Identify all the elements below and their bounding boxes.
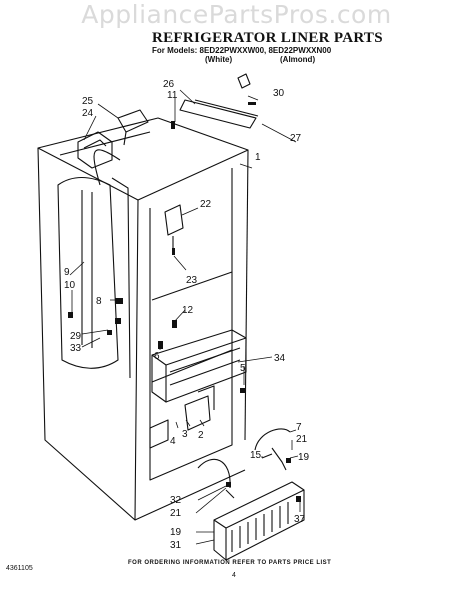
callout-7: 7 (296, 422, 302, 433)
callout-26: 26 (163, 79, 175, 90)
light-housing (77, 109, 149, 169)
callout-3: 3 (182, 429, 188, 440)
callout-25: 25 (82, 96, 94, 107)
callout-6: 6 (154, 351, 160, 362)
callout-11: 11 (167, 90, 178, 101)
watermark: AppliancePartsPros.com (81, 0, 392, 29)
callout-19a: 19 (298, 452, 310, 463)
callout-2: 2 (198, 430, 204, 441)
page-title: REFRIGERATOR LINER PARTS (152, 30, 383, 46)
callout-31: 31 (170, 540, 182, 551)
callout-27: 27 (290, 133, 302, 144)
callout-29: 29 (70, 331, 82, 342)
crisper-cover-support (151, 329, 247, 403)
model-numbers: For Models: 8ED22PWXXW00, 8ED22PWXXN00 (152, 46, 332, 55)
callout-24: 24 (82, 108, 94, 119)
clip-part (237, 73, 251, 89)
color-white-label: (White) (205, 55, 233, 64)
callout-4: 4 (170, 436, 176, 447)
callout-34: 34 (274, 353, 286, 364)
callout-1: 1 (255, 152, 261, 163)
control-bracket (164, 204, 184, 250)
callout-10: 10 (64, 280, 76, 291)
leader-lines (69, 89, 301, 545)
callout-5: 5 (240, 363, 246, 374)
top-rail (179, 99, 259, 129)
callout-22: 22 (200, 199, 212, 210)
ordering-note: FOR ORDERING INFORMATION REFER TO PARTS … (128, 560, 332, 566)
screws (68, 102, 301, 502)
callout-37: 37 (294, 514, 306, 525)
callout-19b: 19 (170, 527, 182, 538)
page-number: 4 (232, 572, 236, 579)
color-almond-label: (Almond) (280, 55, 316, 64)
callout-33: 33 (70, 343, 82, 354)
callout-30: 30 (273, 88, 285, 99)
callout-15: 15 (250, 450, 262, 461)
callout-32: 32 (170, 495, 182, 506)
callout-21b: 21 (170, 508, 182, 519)
crisper-panel (213, 481, 305, 561)
callout-23: 23 (186, 275, 198, 286)
document-number: 4361105 (6, 565, 33, 572)
callout-9: 9 (64, 267, 70, 278)
callout-21a: 21 (296, 434, 308, 445)
callout-12: 12 (182, 305, 194, 316)
callout-8: 8 (96, 296, 102, 307)
water-tubing (197, 428, 291, 499)
